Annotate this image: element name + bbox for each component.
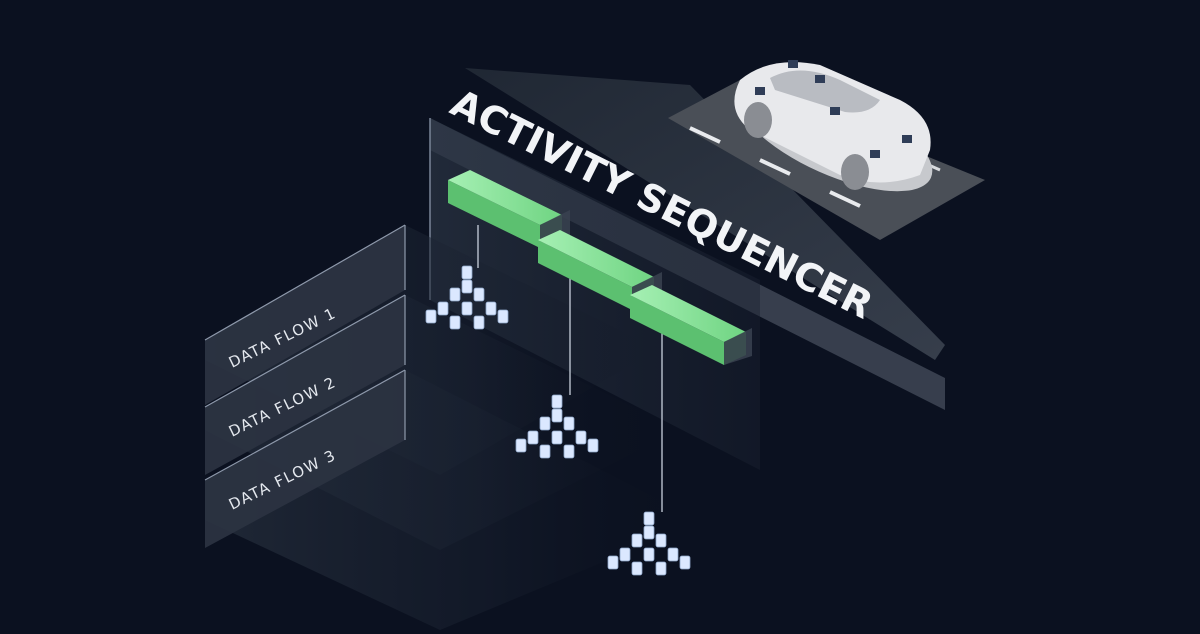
data-cube — [667, 547, 679, 562]
data-cube — [575, 430, 587, 445]
data-cube — [485, 301, 497, 316]
data-cube — [551, 430, 563, 445]
data-cube — [563, 416, 575, 431]
data-cube — [679, 555, 691, 570]
data-cube — [631, 533, 643, 548]
data-cube — [607, 555, 619, 570]
data-cube — [449, 315, 461, 330]
data-cube — [449, 287, 461, 302]
data-cube — [473, 287, 485, 302]
data-cube — [631, 561, 643, 576]
data-cube — [655, 561, 667, 576]
data-cube — [551, 394, 563, 409]
data-cube — [473, 315, 485, 330]
data-cube — [437, 301, 449, 316]
data-cube — [527, 430, 539, 445]
data-cube — [619, 547, 631, 562]
data-cube — [563, 444, 575, 459]
data-cube — [643, 525, 655, 540]
flow-layer-3: DATA FLOW 3 — [204, 369, 680, 630]
data-cube — [461, 301, 473, 316]
data-cube — [643, 511, 655, 526]
data-cube — [539, 416, 551, 431]
data-cube — [425, 309, 437, 324]
data-cube — [539, 444, 551, 459]
data-cube — [587, 438, 599, 453]
cube-cluster-3 — [607, 511, 691, 576]
car-icon — [734, 60, 933, 192]
data-cube — [551, 408, 563, 423]
data-cube — [655, 533, 667, 548]
cube-cluster-2 — [515, 394, 599, 459]
car-scene — [668, 60, 985, 240]
projection-beam — [465, 68, 945, 360]
data-cube — [497, 309, 509, 324]
data-cube — [643, 547, 655, 562]
cube-cluster-1 — [425, 265, 509, 330]
data-cube — [461, 279, 473, 294]
data-cube — [461, 265, 473, 280]
data-cube-clusters — [425, 265, 691, 576]
activity-block-3 — [630, 285, 752, 365]
data-cube — [515, 438, 527, 453]
